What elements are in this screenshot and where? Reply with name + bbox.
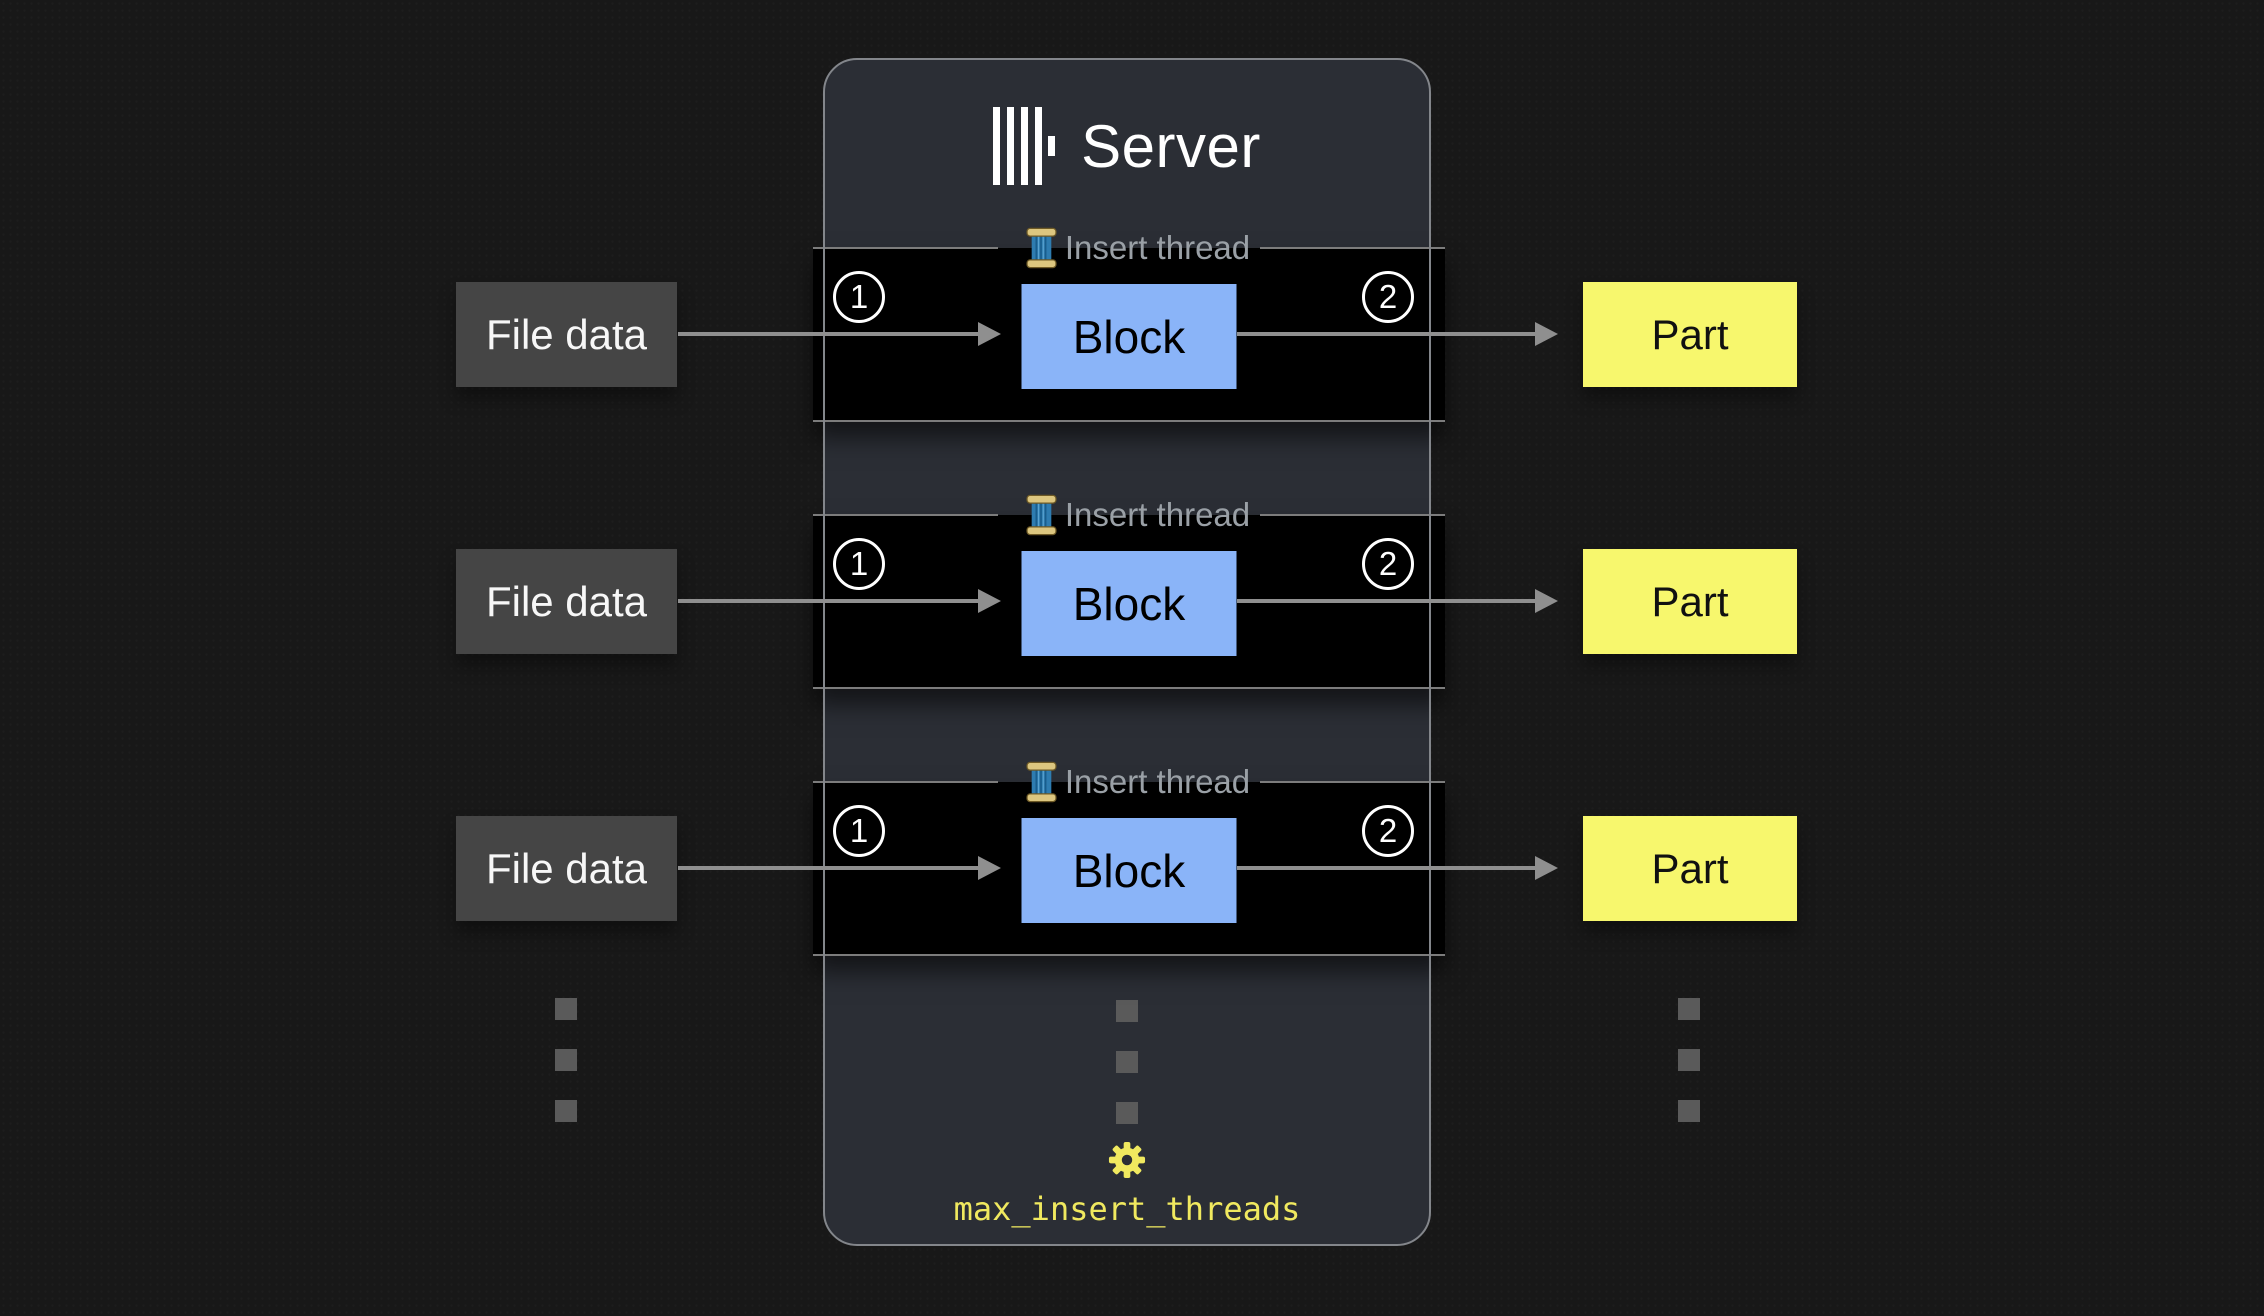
block-box: Block [1021,551,1237,656]
clickhouse-logo-icon [993,107,1056,185]
legend-line [813,246,998,250]
ellipsis-dot [555,1100,577,1122]
server-panel: Server Insert thread 1 Block 2 [813,58,1445,1246]
legend-line [1260,246,1445,250]
arrow-head-icon [978,322,1001,346]
arrow-head-icon [1535,589,1558,613]
step-1-badge: 1 [833,805,885,857]
arrow-shaft [1237,866,1535,870]
server-title: Server [825,106,1429,186]
file-data-label: File data [485,577,648,625]
file-data-box: File data [456,282,677,387]
step-1-badge: 1 [833,538,885,590]
file-data-label: File data [485,310,648,358]
arrow-head-icon [978,856,1001,880]
part-label: Part [1651,844,1729,892]
part-label: Part [1651,577,1729,625]
ellipsis-dot [555,998,577,1020]
arrow-head-icon [1535,856,1558,880]
legend-line [1260,513,1445,517]
arrow-shaft [1237,332,1535,336]
ellipsis-dot [1116,1051,1138,1073]
step-2-badge: 2 [1362,805,1414,857]
insert-thread-legend: Insert thread [813,227,1445,269]
step-1-badge: 1 [833,271,885,323]
max-insert-threads-setting: max_insert_threads [953,1190,1301,1228]
insert-thread-legend: Insert thread [813,494,1445,536]
arrow-shaft [678,866,978,870]
arrow-head-icon [978,589,1001,613]
gear-icon [1108,1141,1146,1179]
ellipsis-dot [1116,1000,1138,1022]
part-box: Part [1583,282,1797,387]
part-box: Part [1583,549,1797,654]
insert-thread-section: Insert thread 1 Block 2 [813,494,1445,689]
thread-spool-icon [1026,761,1057,803]
ellipsis-dot [1116,1102,1138,1124]
arrow-shaft [1237,599,1535,603]
ellipsis-dot [555,1049,577,1071]
insert-thread-label: Insert thread [1064,763,1251,800]
part-label: Part [1651,310,1729,358]
part-box: Part [1583,816,1797,921]
panel-edge-line [823,130,825,1174]
insert-thread-label: Insert thread [1064,496,1251,533]
file-data-label: File data [485,844,648,892]
ellipsis-dot [1678,1100,1700,1122]
thread-spool-icon [1026,227,1057,269]
arrow-shaft [678,332,978,336]
insert-thread-legend: Insert thread [813,761,1445,803]
arrow-shaft [678,599,978,603]
ellipsis-dot [1678,1049,1700,1071]
arrow-head-icon [1535,322,1558,346]
server-title-label: Server [1081,112,1261,180]
legend-line [813,780,998,784]
ellipsis-dot [1678,998,1700,1020]
step-2-badge: 2 [1362,538,1414,590]
thread-spool-icon [1026,494,1057,536]
legend-line [1260,780,1445,784]
file-data-box: File data [456,549,677,654]
step-2-badge: 2 [1362,271,1414,323]
legend-line [813,513,998,517]
insert-thread-label: Insert thread [1064,229,1251,266]
block-box: Block [1021,818,1237,923]
panel-edge-line [1429,130,1431,1174]
file-data-box: File data [456,816,677,921]
block-box: Block [1021,284,1237,389]
